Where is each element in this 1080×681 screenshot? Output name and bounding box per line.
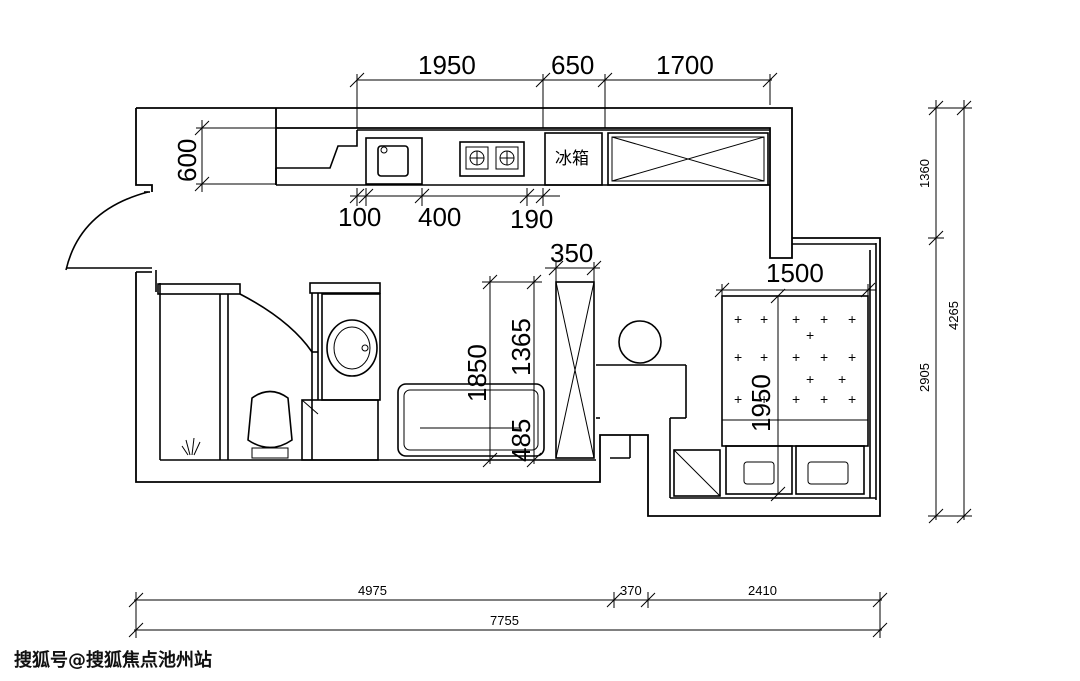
svg-text:+: + (820, 391, 828, 407)
dim-sofa-485: 485 (506, 419, 536, 462)
svg-text:+: + (848, 349, 856, 365)
dim-left-600: 600 (172, 139, 202, 182)
sofa-dimensions: 1850 1365 485 (462, 274, 542, 468)
svg-text:+: + (806, 327, 814, 343)
kitchen-dimension-chain: 100 400 190 (338, 188, 560, 234)
dim-top-1950: 1950 (418, 50, 476, 80)
shoe-cabinet (673, 449, 721, 497)
dim-bottom-2410: 2410 (748, 583, 777, 598)
dim-sofa-1850: 1850 (462, 344, 492, 402)
svg-text:+: + (792, 349, 800, 365)
bed-pattern: +++++ +++++ +++++ +++ (734, 311, 856, 407)
svg-text:+: + (838, 371, 846, 387)
svg-text:+: + (848, 391, 856, 407)
svg-text:+: + (792, 311, 800, 327)
svg-text:+: + (820, 349, 828, 365)
fridge: 冰箱 (544, 132, 603, 186)
dim-sofa-1365: 1365 (506, 318, 536, 376)
round-table (618, 320, 662, 364)
kitchen-cabinet (607, 132, 769, 186)
dim-bottom-7755: 7755 (490, 613, 519, 628)
dim-bed-1950: 1950 (746, 374, 776, 432)
entry-door (65, 191, 152, 271)
dim-top-1700: 1700 (656, 50, 714, 80)
sofa (397, 383, 545, 457)
dim-kitchen-190: 190 (510, 204, 553, 234)
top-dimension-chain: 1950 650 1700 (349, 50, 778, 128)
svg-text:+: + (792, 391, 800, 407)
svg-text:+: + (734, 349, 742, 365)
dim-kitchen-400: 400 (418, 202, 461, 232)
dim-bed-1500: 1500 (766, 258, 824, 288)
svg-text:+: + (848, 311, 856, 327)
dim-right-1360: 1360 (917, 159, 932, 188)
svg-text:+: + (760, 349, 768, 365)
watermark: 搜狐号@搜狐焦点池州站 (14, 650, 212, 671)
dim-wardrobe-350: 350 (550, 238, 593, 268)
left-dimension-600: 600 (172, 120, 276, 192)
bed: +++++ +++++ +++++ +++ 1500 1950 (714, 258, 876, 502)
dim-top-650: 650 (551, 50, 594, 80)
svg-text:+: + (734, 311, 742, 327)
dim-bottom-370: 370 (620, 583, 642, 598)
fridge-label: 冰箱 (555, 149, 589, 169)
dim-kitchen-100: 100 (338, 202, 381, 232)
svg-text:+: + (760, 391, 768, 407)
gas-stove (459, 141, 525, 177)
wardrobe: 350 (545, 238, 602, 459)
bottom-dimension-chain: 4975 370 2410 7755 (128, 583, 888, 638)
svg-text:+: + (806, 371, 814, 387)
bathroom (157, 282, 381, 461)
outer-walls (135, 107, 881, 517)
plant-icon (181, 437, 201, 456)
right-dimension-chain: 1360 4265 2905 (917, 100, 972, 524)
svg-text:+: + (760, 311, 768, 327)
dim-right-2905: 2905 (917, 363, 932, 392)
kitchen-sink (365, 137, 423, 185)
svg-text:+: + (734, 391, 742, 407)
dim-right-4265: 4265 (946, 301, 961, 330)
dim-bottom-4975: 4975 (358, 583, 387, 598)
svg-text:+: + (820, 311, 828, 327)
